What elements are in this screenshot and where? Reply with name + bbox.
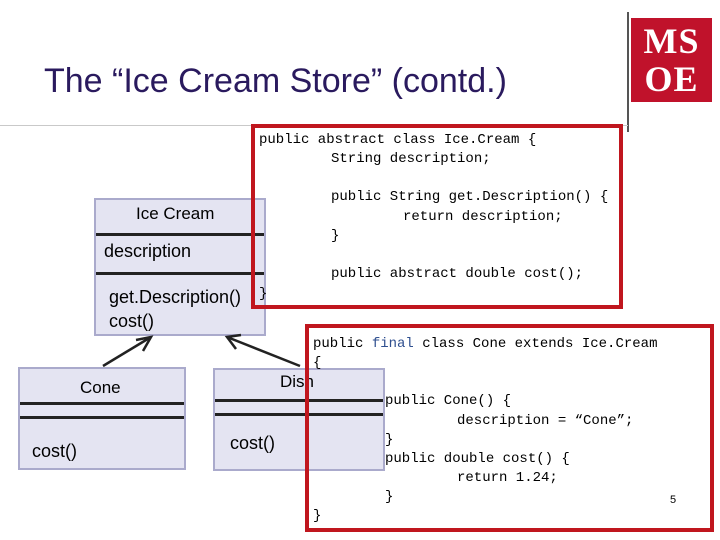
code-cone-line-4: description = “Cone”; xyxy=(457,413,634,429)
code-cone-keyword-final: final xyxy=(371,336,414,352)
code-icecream-line-1: public abstract class Ice.Cream { xyxy=(259,132,537,148)
code-cone-line-7: return 1.24; xyxy=(457,470,558,486)
highlight-box-cone-code xyxy=(305,324,714,532)
code-icecream-line-5: } xyxy=(331,228,340,244)
uml-separator xyxy=(96,272,264,275)
code-cone-line-6: public double cost() { xyxy=(385,451,570,467)
highlight-box-icecream-code xyxy=(251,124,623,309)
uml-class-dish xyxy=(213,368,385,471)
arrow-dish-to-icecream xyxy=(224,333,301,368)
code-icecream-line-4: return description; xyxy=(403,209,563,225)
code-cone-line-9: } xyxy=(313,508,322,524)
uml-method-cone-cost: cost() xyxy=(32,441,77,461)
title-divider-vertical xyxy=(627,12,629,132)
code-cone-line-5: } xyxy=(385,432,394,448)
uml-separator xyxy=(215,413,383,416)
uml-separator xyxy=(96,233,264,236)
uml-method-getdescription: get.Description() xyxy=(109,287,242,307)
code-icecream-line-2: String description; xyxy=(331,151,491,167)
logo-line-1: MS xyxy=(643,21,700,61)
uml-class-name-icecream: Ice Cream xyxy=(136,204,215,223)
code-icecream-line-3: public String get.Description() { xyxy=(331,189,609,205)
uml-separator xyxy=(215,399,383,402)
code-cone-line-3: public Cone() { xyxy=(385,393,512,409)
uml-class-name-cone: Cone xyxy=(80,378,121,397)
code-cone-line-1-part-b: class Cone extends Ice.Cream xyxy=(413,336,658,352)
code-cone-line-2: { xyxy=(313,355,322,371)
uml-method-dish-cost: cost() xyxy=(230,433,275,453)
uml-class-icecream xyxy=(94,198,266,336)
code-cone-line-1-part-a: public xyxy=(313,336,372,352)
uml-separator xyxy=(20,402,184,405)
page-number: 5 xyxy=(670,494,677,506)
logo-line-2: OE xyxy=(644,59,699,99)
code-icecream-line-7: } xyxy=(259,286,268,302)
uml-attribute-description: description xyxy=(104,241,192,261)
code-icecream-line-6: public abstract double cost(); xyxy=(331,266,584,282)
uml-class-cone xyxy=(18,367,186,470)
code-cone-line-1: public final class Cone extends Ice.Crea… xyxy=(313,335,657,354)
uml-method-cost: cost() xyxy=(109,311,154,331)
uml-separator xyxy=(20,416,184,419)
code-cone-line-8: } xyxy=(385,489,394,505)
msoe-logo: MS OE xyxy=(631,18,712,102)
arrow-cone-to-icecream xyxy=(102,335,154,368)
slide-title: The “Ice Cream Store” (contd.) xyxy=(44,62,507,100)
